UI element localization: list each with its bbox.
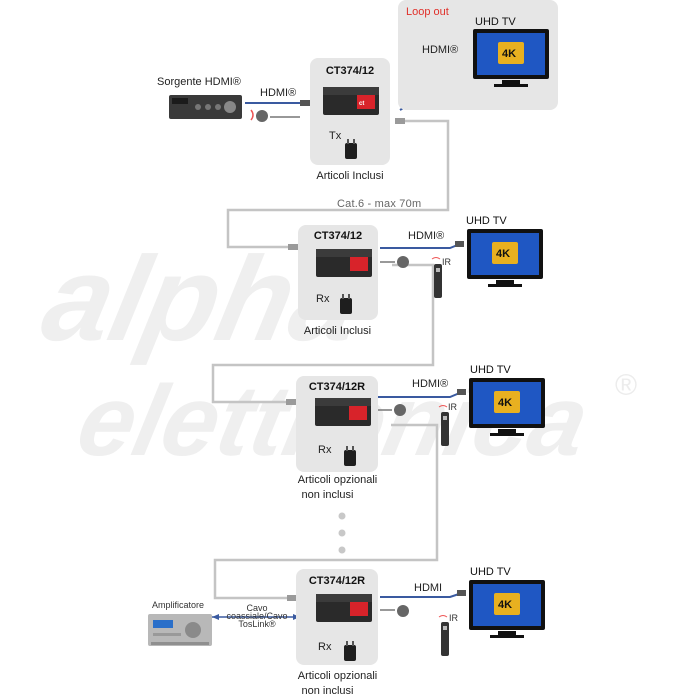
- tv-rx3: 4K: [468, 579, 546, 641]
- rx1-tv-label: UHD TV: [466, 215, 507, 227]
- tx-model-label: CT374/12: [325, 65, 375, 77]
- tx-caption: Articoli Inclusi: [316, 170, 384, 182]
- rx2-model-label: CT374/12R: [308, 381, 366, 393]
- rx3-tv-label: UHD TV: [470, 566, 511, 578]
- power-adapter-icon: [343, 139, 361, 161]
- power-adapter-icon: [342, 641, 360, 663]
- cat6-cable-1: [226, 119, 450, 249]
- tx-device: ct: [323, 83, 381, 117]
- ir-receiver-icon: [395, 603, 415, 619]
- rx2-tv-label: UHD TV: [470, 364, 511, 376]
- amplifier-device: [147, 613, 213, 647]
- tv-rx1: 4K: [466, 228, 544, 290]
- rx3-hdmi-label: HDMI: [414, 582, 443, 594]
- rx1-caption-0: Articoli Inclusi: [303, 325, 372, 337]
- remote-control-icon: [431, 256, 445, 300]
- rx1-ir-label: IR: [442, 257, 451, 267]
- amplifier-label: Amplificatore: [152, 600, 205, 610]
- hdmi-cable-rx2: [378, 391, 463, 398]
- watermark-mark: ®: [615, 369, 637, 402]
- hdmi-source-device: [168, 94, 243, 120]
- rx1-model-label: CT374/12: [313, 230, 363, 242]
- rx3-device: [316, 590, 374, 624]
- rx2-device: [315, 394, 373, 428]
- source-label: Sorgente HDMI®: [157, 76, 241, 88]
- svg-text:4K: 4K: [498, 397, 512, 409]
- cable-label: Cat.6 - max 70m: [337, 198, 422, 210]
- audio-cable-label-2: TosLink®: [238, 619, 276, 629]
- continuation-dot: [338, 512, 346, 520]
- loop-out-tv-label: UHD TV: [475, 16, 516, 28]
- rx1-hdmi-label: HDMI®: [408, 230, 445, 242]
- continuation-dot: [338, 529, 346, 537]
- power-adapter-icon: [338, 294, 356, 316]
- audio-cable-label-1: coassiale/Cavo: [226, 611, 288, 621]
- loop-out-label: Loop out: [406, 6, 449, 18]
- ir-sensor-tx: [248, 107, 270, 123]
- rx2-caption-0: Articoli opzionali: [297, 474, 378, 486]
- tv-loop-out: 4K: [472, 28, 550, 90]
- rx1-role-label: Rx: [316, 293, 330, 305]
- rx3-caption-1: non inclusi: [301, 685, 354, 697]
- ir-receiver-icon: [395, 254, 415, 270]
- rx2-role-label: Rx: [318, 444, 332, 456]
- rx3-role-label: Rx: [318, 641, 332, 653]
- tv-rx2: 4K: [468, 377, 546, 439]
- rx1-device: [316, 245, 374, 279]
- loop-out-hdmi-label: HDMI®: [422, 44, 459, 56]
- continuation-dot: [338, 546, 346, 554]
- power-adapter-icon: [342, 446, 360, 468]
- rx2-hdmi-label: HDMI®: [412, 378, 449, 390]
- svg-text:ct: ct: [359, 101, 364, 107]
- audio-cable-label-0: Cavo: [246, 603, 268, 613]
- svg-text:4K: 4K: [498, 599, 512, 611]
- rx3-caption-0: Articoli opzionali: [297, 670, 378, 682]
- rx2-ir-label: IR: [448, 402, 457, 412]
- hdmi-cable-rx1: [380, 243, 461, 249]
- tx-role-label: Tx: [329, 130, 342, 142]
- remote-control-icon: [438, 404, 452, 448]
- rx3-ir-label: IR: [449, 613, 458, 623]
- cat6-cable-3: [213, 423, 439, 600]
- rx2-caption-1: non inclusi: [301, 489, 354, 501]
- svg-text:4K: 4K: [496, 248, 510, 260]
- source-hdmi-label: HDMI®: [260, 87, 297, 99]
- svg-text:4K: 4K: [502, 48, 516, 60]
- cat6-cable-2: [211, 263, 435, 404]
- rx3-model-label: CT374/12R: [308, 575, 366, 587]
- remote-control-icon: [438, 614, 452, 658]
- ir-receiver-icon: [392, 402, 412, 418]
